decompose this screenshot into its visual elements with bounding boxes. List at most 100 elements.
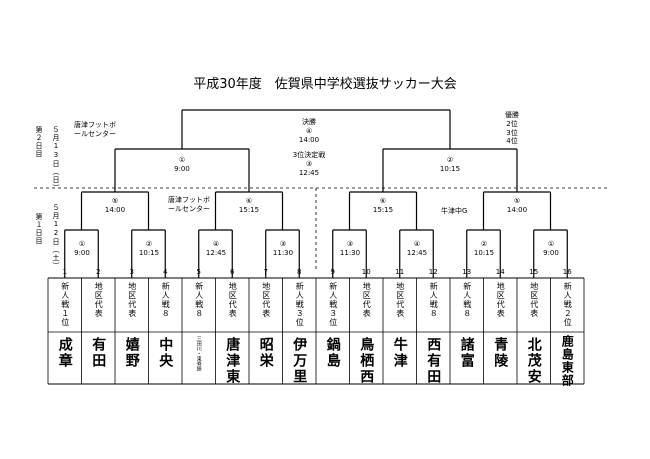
third-place-time: 12:45 [298, 168, 320, 177]
quarter-match-1: ⑤ 14:00 [93, 197, 137, 215]
place-1: 優勝 [505, 111, 519, 119]
team-number: 10 [361, 268, 371, 276]
round1-match-2: ② 10:15 [133, 240, 165, 258]
semi-right-time: 10:15 [439, 164, 461, 173]
team-name: 唐津東 [224, 337, 241, 385]
round1-4-time: 11:30 [272, 248, 294, 257]
team-name: 鳥栖西 [358, 337, 375, 385]
quarter-1-time: 14:00 [104, 205, 126, 214]
round1-match-7: ② 10:15 [468, 240, 500, 258]
team-number: 2 [96, 268, 101, 276]
team-seed: 新人戦１位 [60, 282, 70, 327]
semi-right-number: ② [446, 156, 454, 164]
team-name: 鹿島東部 [560, 335, 575, 387]
semi-match-left: ① 9:00 [160, 156, 204, 174]
round1-1-time: 9:00 [74, 248, 90, 257]
semi-left-number: ① [178, 156, 186, 164]
day1-venue-left: 唐津フットボールセンター [168, 196, 210, 213]
team-number: 15 [529, 268, 539, 276]
quarter-1-number: ⑤ [111, 197, 119, 205]
semi-match-right: ② 10:15 [428, 156, 472, 174]
round1-8-number: ① [547, 240, 555, 248]
team-seed: 新人戦２位 [563, 282, 573, 327]
team-seed: 新人戦３位 [295, 282, 305, 327]
round1-5-time: 11:30 [339, 248, 361, 257]
round1-8-time: 9:00 [543, 248, 559, 257]
place-2: 2位 [506, 119, 518, 128]
day1-venue-right: 牛津中G [441, 207, 468, 215]
team-name: 諸富 [458, 337, 475, 369]
round1-6-time: 12:45 [406, 248, 428, 257]
team-number: 12 [428, 268, 438, 276]
team-number: 5 [196, 268, 201, 276]
team-seed: 新人戦８ [462, 282, 472, 318]
quarter-2-number: ⑥ [245, 197, 253, 205]
team-note: 三田川・東脊振 [195, 336, 202, 371]
third-place-label: 3位決定戦 [292, 151, 326, 159]
team-name: 西有田 [425, 337, 442, 385]
team-seed: 地区代表 [94, 282, 104, 318]
team-number: 3 [129, 268, 134, 276]
team-seed: 地区代表 [496, 282, 506, 318]
team-seed: 新人戦８ [194, 282, 204, 318]
team-seed: 新人戦８ [429, 282, 439, 318]
day2-venue: 唐津フットボールセンター [74, 121, 116, 138]
day1-label: 第１日目 [35, 213, 43, 245]
team-seed: 地区代表 [261, 282, 271, 318]
round1-match-8: ① 9:00 [535, 240, 567, 258]
team-number: 11 [395, 268, 405, 276]
round1-match-5: ③ 11:30 [334, 240, 366, 258]
places-list: 優勝 2位 3位 4位 [500, 111, 524, 146]
quarter-match-2: ⑥ 15:15 [227, 197, 271, 215]
round1-1-number: ① [78, 240, 86, 248]
team-name: 北茂安 [525, 337, 542, 385]
team-name: 嬉野 [123, 337, 140, 369]
day1-date: ５月12日（土） [52, 204, 60, 270]
team-number: 13 [462, 268, 472, 276]
semi-left-time: 9:00 [174, 164, 190, 173]
team-seed: 地区代表 [228, 282, 238, 318]
team-name: 昭栄 [257, 337, 274, 369]
team-number: 9 [330, 268, 335, 276]
team-seed: 新人戦８ [161, 282, 171, 318]
quarter-3-number: ⑥ [379, 197, 387, 205]
team-number: 8 [297, 268, 302, 276]
round1-7-number: ② [480, 240, 488, 248]
team-name: 青陵 [492, 337, 509, 369]
round1-3-number: ④ [212, 240, 220, 248]
final-number: ④ [305, 126, 313, 135]
team-seed: 地区代表 [395, 282, 405, 318]
third-place-number: ③ [305, 159, 313, 168]
quarter-4-time: 14:00 [506, 205, 528, 214]
round1-match-3: ④ 12:45 [200, 240, 232, 258]
team-name: 伊万里 [291, 337, 308, 385]
team-seed: 新人戦３位 [328, 282, 338, 327]
final-time: 14:00 [298, 135, 320, 144]
team-number: 16 [562, 268, 572, 276]
round1-5-number: ③ [346, 240, 354, 248]
quarter-4-number: ⑤ [513, 197, 521, 205]
round1-match-6: ④ 12:45 [401, 240, 433, 258]
round1-2-number: ② [145, 240, 153, 248]
team-number: 1 [62, 268, 67, 276]
team-number: 14 [495, 268, 505, 276]
place-3: 3位 [506, 128, 518, 137]
third-place-match: 3位決定戦 ③ 12:45 [280, 151, 338, 177]
team-number: 4 [163, 268, 168, 276]
team-name: 中央 [157, 337, 174, 369]
team-number: 6 [230, 268, 235, 276]
team-seed: 地区代表 [362, 282, 372, 318]
round1-6-number: ④ [413, 240, 421, 248]
day2-date: ５月13日（日） [52, 126, 60, 192]
place-4: 4位 [506, 137, 518, 146]
team-name: 牛津 [391, 337, 408, 369]
page-title: 平成30年度 佐賀県中学校選抜サッカー大会 [193, 77, 457, 92]
quarter-2-time: 15:15 [238, 205, 260, 214]
quarter-3-time: 15:15 [372, 205, 394, 214]
team-seed: 地区代表 [529, 282, 539, 318]
final-label: 決勝 [302, 118, 316, 126]
day2-label: 第２日目 [35, 126, 43, 158]
team-name: 鍋島 [324, 337, 341, 369]
final-match: 決勝 ④ 14:00 [280, 118, 338, 144]
